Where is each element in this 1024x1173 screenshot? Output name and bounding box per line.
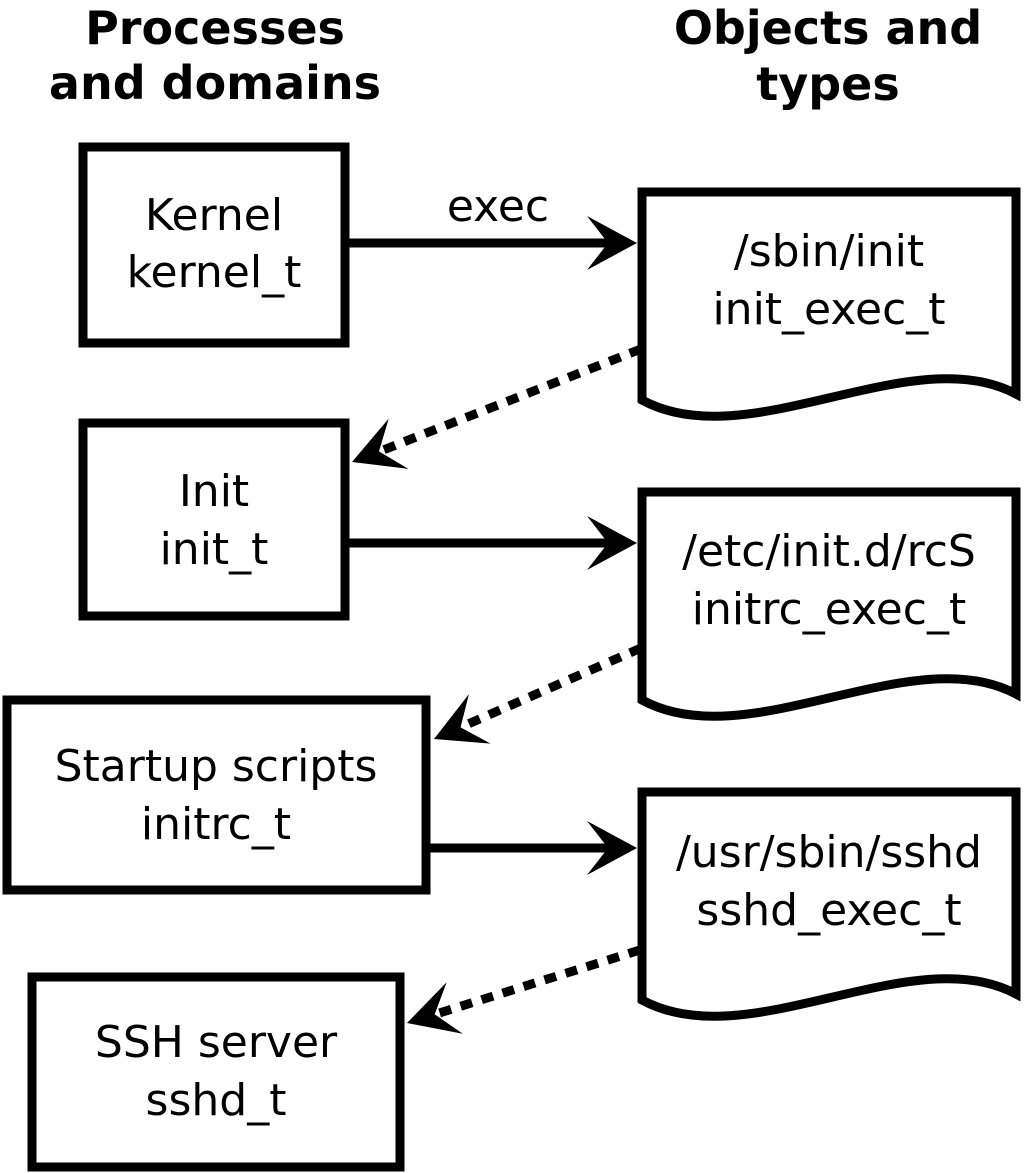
process-box-init-name: Init bbox=[179, 466, 249, 517]
process-box-startup-scripts: Startup scripts initrc_t bbox=[2, 695, 431, 895]
object-doc-sbin-init-shape bbox=[637, 187, 1021, 421]
object-doc-sbin-init-path: /sbin/init bbox=[734, 226, 924, 277]
process-box-init-domain: init_t bbox=[160, 524, 269, 575]
transition-arrow-3-shaft bbox=[431, 945, 642, 1020]
process-box-kernel-rect bbox=[78, 142, 350, 348]
exec-arrow-init-to-rcS bbox=[347, 516, 637, 570]
transition-arrow-1-shaft bbox=[376, 344, 643, 457]
exec-arrow-3-head-icon bbox=[587, 821, 637, 875]
exec-arrow-1-head-icon bbox=[587, 216, 637, 270]
process-box-kernel-name: Kernel bbox=[145, 190, 283, 241]
object-doc-etc-initd-rcS-path: /etc/init.d/rcS bbox=[682, 526, 976, 577]
exec-arrow-2-head-icon bbox=[587, 516, 637, 570]
transition-arrow-init-exec-to-init-t bbox=[352, 344, 643, 469]
exec-arrow-kernel-to-sbin-init: exec bbox=[347, 181, 637, 270]
transition-arrow-2-shaft bbox=[457, 643, 643, 733]
transition-arrow-2-head-icon bbox=[434, 694, 491, 744]
object-doc-etc-initd-rcS-shape bbox=[637, 487, 1021, 721]
object-doc-sbin-init: /sbin/init init_exec_t bbox=[637, 187, 1021, 421]
process-box-ssh-server-rect bbox=[27, 972, 405, 1172]
object-doc-usr-sbin-sshd-type: sshd_exec_t bbox=[696, 885, 961, 936]
column-heading-processes: Processes and domains bbox=[49, 1, 381, 110]
exec-edge-label: exec bbox=[447, 181, 549, 232]
process-box-startup-scripts-name: Startup scripts bbox=[55, 741, 378, 792]
heading-objects-line1: Objects and bbox=[674, 1, 982, 55]
object-doc-sbin-init-type: init_exec_t bbox=[712, 284, 945, 335]
object-doc-usr-sbin-sshd-shape bbox=[637, 787, 1021, 1021]
process-box-init: Init init_t bbox=[78, 418, 350, 621]
process-box-init-rect bbox=[78, 418, 350, 621]
transition-arrow-3-head-icon bbox=[407, 982, 463, 1034]
process-box-startup-scripts-domain: initrc_t bbox=[141, 799, 291, 850]
object-doc-etc-initd-rcS-type: initrc_exec_t bbox=[692, 584, 966, 635]
column-heading-objects: Objects and types bbox=[674, 1, 982, 111]
transition-arrow-initrc-exec-to-initrc-t bbox=[434, 643, 643, 744]
transition-arrow-1-head-icon bbox=[352, 418, 409, 469]
object-doc-usr-sbin-sshd-path: /usr/sbin/sshd bbox=[676, 827, 982, 878]
process-box-ssh-server-domain: sshd_t bbox=[146, 1075, 287, 1126]
process-box-startup-scripts-rect bbox=[2, 695, 431, 895]
heading-objects-line2: types bbox=[756, 57, 899, 111]
heading-processes-line1: Processes bbox=[85, 1, 345, 55]
exec-arrow-initrc-to-sshd bbox=[429, 821, 637, 875]
process-box-ssh-server: SSH server sshd_t bbox=[27, 972, 405, 1172]
process-box-ssh-server-name: SSH server bbox=[95, 1017, 338, 1068]
process-box-kernel: Kernel kernel_t bbox=[78, 142, 350, 348]
transition-arrow-sshd-exec-to-sshd-t bbox=[407, 945, 642, 1034]
object-doc-usr-sbin-sshd: /usr/sbin/sshd sshd_exec_t bbox=[637, 787, 1021, 1021]
process-box-kernel-domain: kernel_t bbox=[127, 247, 302, 298]
heading-processes-line2: and domains bbox=[49, 56, 381, 110]
object-doc-etc-initd-rcS: /etc/init.d/rcS initrc_exec_t bbox=[637, 487, 1021, 721]
